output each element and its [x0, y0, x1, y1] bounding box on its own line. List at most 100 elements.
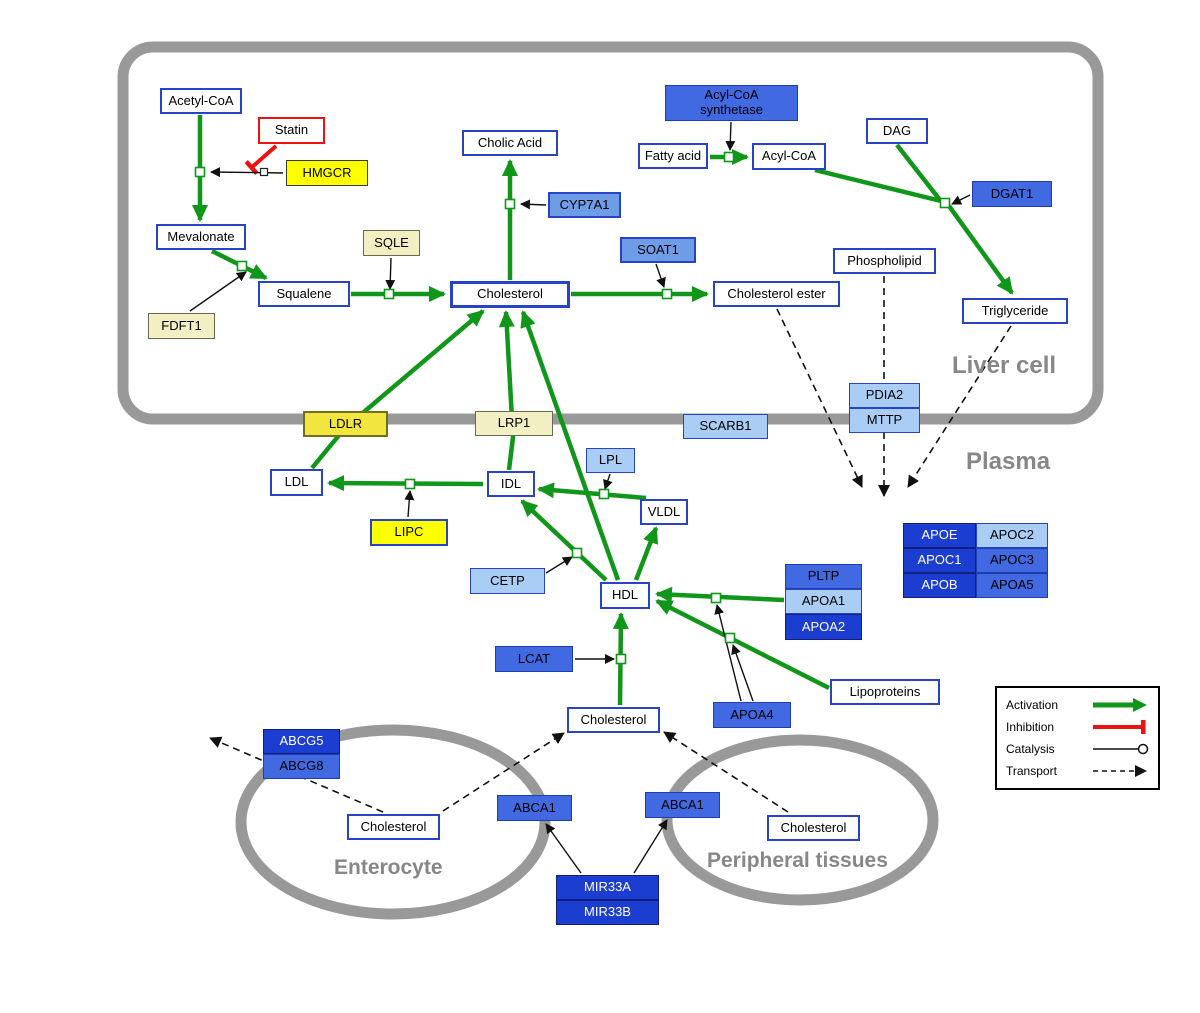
- node-pltp[interactable]: PLTP: [785, 564, 862, 589]
- legend-row-activation: Activation: [1006, 695, 1149, 715]
- node-pdia2[interactable]: PDIA2: [849, 383, 920, 408]
- edge-transport-40: [663, 731, 789, 813]
- node-fdft1[interactable]: FDFT1: [148, 313, 215, 339]
- node-apoa2[interactable]: APOA2: [785, 614, 862, 640]
- node-fatty-acid[interactable]: Fatty acid: [638, 143, 708, 169]
- enterocyte-membrane: [235, 724, 551, 920]
- node-abcg8[interactable]: ABCG8: [263, 754, 340, 779]
- edge-inhibition-19: [244, 144, 278, 175]
- node-vldl[interactable]: VLDL: [640, 499, 688, 525]
- catalysis-port: [259, 167, 269, 177]
- node-apoa1[interactable]: APOA1: [785, 589, 862, 614]
- node-apoe[interactable]: APOE: [903, 523, 976, 548]
- node-dgat1[interactable]: DGAT1: [972, 181, 1052, 207]
- edge-catalysis-25: [725, 121, 736, 151]
- node-dag[interactable]: DAG: [866, 118, 928, 144]
- node-cholesterol-enterocyte[interactable]: Cholesterol: [347, 814, 440, 840]
- legend-row-inhibition: Inhibition: [1006, 717, 1149, 737]
- node-apoc3[interactable]: APOC3: [976, 548, 1048, 573]
- plasma-label: Plasma: [966, 448, 1051, 475]
- node-soat1[interactable]: SOAT1: [620, 237, 696, 263]
- edge-activation-14: [520, 499, 608, 582]
- legend-label-transport: Transport: [1006, 764, 1057, 778]
- reaction-junction: [661, 288, 673, 300]
- liver-cell-membrane: [117, 41, 1104, 425]
- node-lpl[interactable]: LPL: [586, 448, 635, 473]
- catalysis-circle-icon: [1093, 743, 1149, 755]
- edge-activation-17: [655, 598, 831, 691]
- edge-catalysis-26: [951, 194, 971, 205]
- reaction-junction: [939, 197, 951, 209]
- edge-activation-8: [947, 204, 1014, 295]
- edge-activation-13: [520, 310, 621, 581]
- node-hmgcr[interactable]: HMGCR: [286, 160, 368, 186]
- node-acyl-coa-synthetase[interactable]: Acyl-CoA synthetase: [665, 85, 798, 121]
- edge-catalysis-31: [714, 604, 742, 702]
- node-lipc[interactable]: LIPC: [370, 519, 448, 546]
- node-cholesterol-liver[interactable]: Cholesterol: [450, 281, 570, 308]
- edge-catalysis-33: [545, 823, 582, 874]
- legend-label-catalysis: Catalysis: [1006, 742, 1055, 756]
- edge-catalysis-32: [731, 644, 754, 702]
- edge-catalysis-28: [603, 473, 613, 490]
- node-ldlr[interactable]: LDLR: [303, 411, 388, 437]
- edge-activation-15: [633, 526, 659, 581]
- node-cetp[interactable]: CETP: [470, 568, 545, 594]
- node-cholic-acid[interactable]: Cholic Acid: [462, 130, 558, 156]
- node-hdl[interactable]: HDL: [600, 582, 650, 609]
- edge-catalysis-27: [404, 490, 415, 518]
- edge-transport-37: [907, 325, 1012, 488]
- node-apoa4[interactable]: APOA4: [713, 702, 791, 728]
- edge-catalysis-34: [633, 819, 668, 874]
- node-lipoproteins[interactable]: Lipoproteins: [830, 679, 940, 705]
- node-apoc1[interactable]: APOC1: [903, 548, 976, 573]
- enterocyte-label: Enterocyte: [334, 856, 443, 879]
- node-ldl[interactable]: LDL: [270, 469, 323, 496]
- node-cholesterol-peripheral[interactable]: Cholesterol: [767, 815, 860, 841]
- node-cyp7a1[interactable]: CYP7A1: [548, 192, 621, 218]
- activation-arrow-icon: [1093, 698, 1147, 712]
- node-lrp1[interactable]: LRP1: [475, 411, 553, 436]
- node-sqle[interactable]: SQLE: [363, 230, 420, 256]
- node-squalene[interactable]: Squalene: [258, 281, 350, 307]
- node-mir33b[interactable]: MIR33B: [556, 900, 659, 925]
- reaction-junction: [571, 547, 583, 559]
- node-abca1-right[interactable]: ABCA1: [645, 792, 720, 818]
- reaction-junction: [383, 288, 395, 300]
- reaction-junction: [504, 198, 516, 210]
- edge-catalysis-23: [520, 199, 547, 210]
- legend-row-transport: Transport: [1006, 761, 1149, 781]
- node-abcg5[interactable]: ABCG5: [263, 729, 340, 754]
- reaction-junction: [724, 632, 736, 644]
- node-cholesterol-ester[interactable]: Cholesterol ester: [713, 281, 840, 307]
- node-cholesterol-plasma[interactable]: Cholesterol: [567, 707, 660, 733]
- node-statin[interactable]: Statin: [258, 117, 325, 144]
- node-apoc2[interactable]: APOC2: [976, 523, 1048, 548]
- node-apoa5[interactable]: APOA5: [976, 573, 1048, 598]
- node-idl[interactable]: IDL: [487, 471, 535, 497]
- node-acetyl-coa[interactable]: Acetyl-CoA: [160, 88, 242, 114]
- reaction-junction: [236, 260, 248, 272]
- reaction-junction: [615, 653, 627, 665]
- node-mir33a[interactable]: MIR33A: [556, 875, 659, 900]
- node-apob[interactable]: APOB: [903, 573, 976, 598]
- node-triglyceride[interactable]: Triglyceride: [962, 298, 1068, 324]
- node-mevalonate[interactable]: Mevalonate: [156, 224, 246, 250]
- transport-dashed-arrow-icon: [1093, 765, 1147, 777]
- node-acyl-coa[interactable]: Acyl-CoA: [752, 143, 826, 170]
- reaction-junction: [710, 592, 722, 604]
- edge-catalysis-22: [385, 257, 396, 290]
- edge-catalysis-21: [189, 271, 247, 312]
- edge-catalysis-20: [210, 167, 284, 178]
- reaction-junction: [194, 166, 206, 178]
- node-scarb1[interactable]: SCARB1: [683, 414, 768, 439]
- edge-catalysis-29: [545, 556, 573, 574]
- node-phospholipid[interactable]: Phospholipid: [833, 248, 936, 274]
- edge-activation-7: [895, 143, 942, 202]
- reaction-junction: [598, 488, 610, 500]
- node-mttp[interactable]: MTTP: [849, 408, 920, 433]
- node-abca1-center[interactable]: ABCA1: [497, 795, 572, 821]
- node-lcat[interactable]: LCAT: [495, 646, 573, 672]
